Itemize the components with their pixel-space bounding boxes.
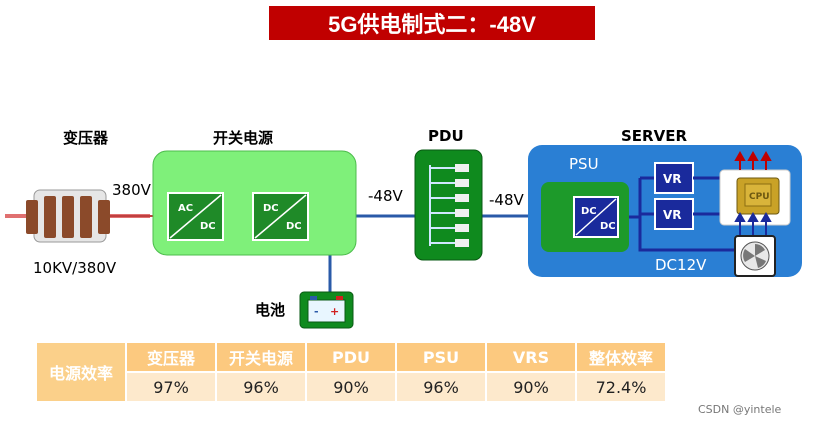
heat-arrows bbox=[734, 150, 772, 170]
pdu-label: PDU bbox=[428, 127, 464, 145]
pdu-box bbox=[414, 149, 483, 261]
battery-plus-label: + bbox=[330, 305, 339, 318]
voltage-380v-label: 380V bbox=[112, 181, 151, 199]
value-transformer: 97% bbox=[125, 371, 216, 401]
psu-dc-top-label: DC bbox=[581, 206, 597, 217]
value-psu: 96% bbox=[395, 371, 486, 401]
vr-module-1 bbox=[654, 162, 694, 194]
acdc-bottom-label: DC bbox=[200, 221, 216, 232]
airflow-arrows bbox=[734, 211, 772, 236]
voltage-10kv-label: 10KV/380V bbox=[33, 259, 117, 277]
efficiency-row-header: 电源效率 bbox=[37, 343, 126, 401]
switch-power-label: 开关电源 bbox=[213, 129, 274, 147]
battery-label: 电池 bbox=[255, 301, 286, 319]
col-header-switch-power: 开关电源 bbox=[215, 343, 306, 372]
vr2-label: VR bbox=[663, 208, 682, 222]
value-switch-power: 96% bbox=[215, 371, 306, 401]
dc12v-label: DC12V bbox=[655, 256, 707, 274]
col-header-vrs: VRS bbox=[485, 343, 576, 372]
value-vrs: 90% bbox=[485, 371, 576, 401]
transformer-icon bbox=[26, 189, 110, 243]
server-label: SERVER bbox=[621, 127, 688, 145]
acdc-top-label: AC bbox=[178, 203, 193, 214]
dcdc-top-label: DC bbox=[263, 203, 279, 214]
psu-label: PSU bbox=[569, 155, 599, 173]
page-title: 5G供电制式二：-48V bbox=[269, 6, 595, 40]
value-pdu: 90% bbox=[305, 371, 396, 401]
vr-module-2 bbox=[654, 198, 694, 230]
efficiency-table: 电源效率 变压器 开关电源 PDU PSU VRS 整体效率 97% 96% 9… bbox=[37, 343, 665, 401]
vr1-label: VR bbox=[663, 172, 682, 186]
voltage-neg48-a-label: -48V bbox=[368, 187, 403, 205]
col-header-pdu: PDU bbox=[305, 343, 396, 372]
col-header-transformer: 变压器 bbox=[125, 343, 216, 372]
cpu-chip-icon bbox=[736, 177, 780, 215]
col-header-psu: PSU bbox=[395, 343, 486, 372]
voltage-neg48-b-label: -48V bbox=[489, 191, 524, 209]
battery-minus-label: - bbox=[314, 305, 319, 318]
transformer-label: 变压器 bbox=[63, 129, 109, 147]
dc12v-line bbox=[638, 178, 735, 252]
psu-dc-bottom-label: DC bbox=[600, 221, 616, 232]
value-overall: 72.4% bbox=[575, 371, 665, 401]
col-header-overall: 整体效率 bbox=[575, 343, 665, 372]
watermark: CSDN @yintele bbox=[698, 403, 782, 416]
dcdc-bottom-label: DC bbox=[286, 221, 302, 232]
cpu-label: CPU bbox=[749, 192, 770, 202]
